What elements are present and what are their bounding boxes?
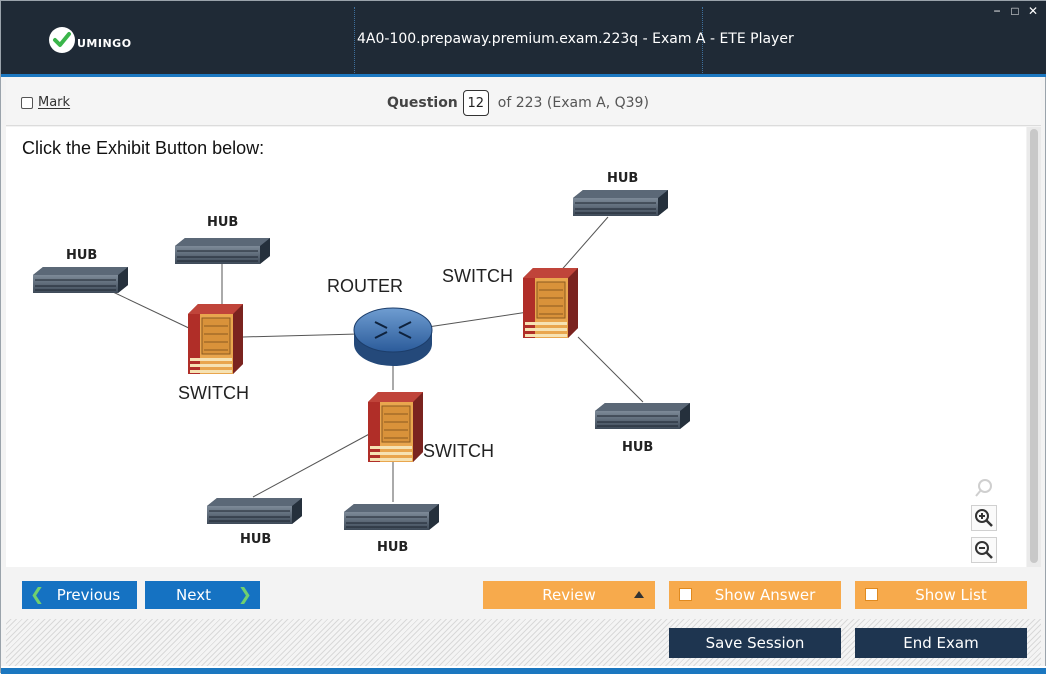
scrollbar-thumb[interactable] [1030,129,1038,563]
hub-device [343,503,440,531]
previous-label: Previous [56,586,121,604]
hub-label: HUB [377,540,408,555]
previous-button[interactable]: ❮ Previous [22,581,137,609]
magnifier-icon[interactable] [971,477,997,499]
hub-label: HUB [66,248,97,263]
network-diagram-exhibit: HUB HUB HUB HUB HUB HUB SWITCH SWITCH SW… [23,162,694,563]
switch-label: SWITCH [442,266,513,286]
zoom-out-icon [975,541,993,559]
bottom-accent-line [1,666,1046,674]
switch-label: SWITCH [178,383,249,403]
show-answer-label: Show Answer [714,586,816,604]
chevron-left-icon: ❮ [30,585,45,605]
network-diagram: HUB HUB HUB HUB HUB HUB SWITCH SWITCH SW… [32,171,691,555]
minimize-icon[interactable]: − [993,4,1001,18]
switch-device [522,267,579,339]
zoom-out-button[interactable] [971,537,997,563]
chevron-right-icon: ❯ [237,585,252,605]
hub-device [572,189,669,217]
triangle-up-icon [634,591,644,598]
window-title: 4A0-100.prepaway.premium.exam.223q - Exa… [357,31,794,47]
title-separator [702,7,703,73]
router-label: ROUTER [327,276,403,296]
review-label: Review [542,586,596,604]
zoom-in-button[interactable] [971,505,997,531]
hub-device [594,402,691,430]
zoom-controls [971,477,997,563]
switch-device [367,391,424,463]
next-label: Next [176,586,211,604]
save-session-label: Save Session [705,634,805,652]
question-info: Question 12 of 223 (Exam A, Q39) [387,90,649,116]
question-number-input[interactable]: 12 [462,90,489,116]
switch-label: SWITCH [423,441,494,461]
next-button[interactable]: Next ❯ [145,581,260,609]
zoom-in-icon [975,509,993,527]
hub-device [206,497,303,525]
hub-label: HUB [207,215,238,230]
diagram-links [112,216,644,502]
hub-device [174,237,271,265]
title-separator [354,7,355,73]
mark-label[interactable]: Mark [38,95,71,110]
window-controls: − □ ✕ [991,4,1039,18]
save-session-button[interactable]: Save Session [669,628,841,658]
close-icon[interactable]: ✕ [1027,4,1039,18]
footer-bar: Save Session End Exam [6,619,1041,666]
hub-label: HUB [622,440,653,455]
question-label: Question [387,95,458,111]
show-answer-checkbox[interactable] [679,588,692,601]
show-answer-button[interactable]: Show Answer [669,581,841,609]
end-exam-label: End Exam [903,634,979,652]
mark-checkbox-box[interactable] [21,96,33,109]
maximize-icon[interactable]: □ [1011,4,1019,18]
question-prompt: Click the Exhibit Button below: [22,138,265,158]
show-list-button[interactable]: Show List [855,581,1027,609]
content-scrollbar[interactable] [1027,127,1041,567]
hub-device [32,266,129,294]
navigation-bar: ❮ Previous Next ❯ Review Show Answer Sho… [6,569,1041,619]
end-exam-button[interactable]: End Exam [855,628,1027,658]
question-bar: Mark Question 12 of 223 (Exam A, Q39) [6,80,1041,126]
title-bar: UMINGO 4A0-100.prepaway.premium.exam.223… [1,1,1046,77]
hub-label: HUB [607,171,638,186]
hub-label: HUB [240,532,271,547]
logo-text: UMINGO [77,36,132,50]
mark-checkbox[interactable]: Mark [21,95,70,110]
switch-device [187,303,244,375]
logo-checkmark-icon [49,27,75,53]
question-total: of 223 (Exam A, Q39) [497,95,649,111]
show-list-label: Show List [915,586,987,604]
question-content: Click the Exhibit Button below: [6,127,1026,567]
router-device [353,307,433,366]
review-button[interactable]: Review [483,581,655,609]
app-logo: UMINGO [49,23,132,57]
show-list-checkbox[interactable] [865,588,878,601]
